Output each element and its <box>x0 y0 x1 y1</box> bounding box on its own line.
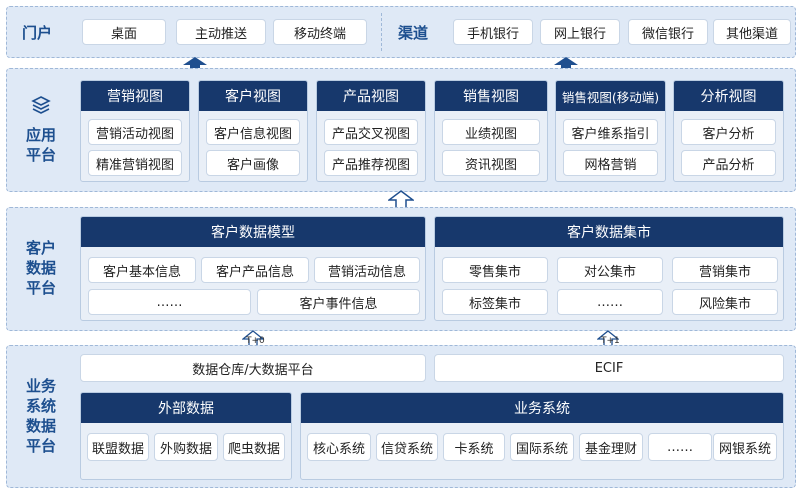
customer-data-platform-title: 客户 数据 平台 <box>19 238 63 298</box>
view-card-sales-mobile[interactable]: 销售视图(移动端) 客户维系指引 网格营销 <box>555 80 666 182</box>
business-title-line4: 平台 <box>25 437 56 455</box>
customer-data-title-line3: 平台 <box>25 279 56 297</box>
view-item[interactable]: 网格营销 <box>563 150 658 176</box>
channel-item-mobile-banking[interactable]: 手机银行 <box>453 19 533 45</box>
portal-channel-divider <box>381 13 382 51</box>
view-card-title: 客户视图 <box>199 81 307 111</box>
view-card-analysis[interactable]: 分析视图 客户分析 产品分析 <box>673 80 784 182</box>
business-title-line3: 数据 <box>25 417 56 435</box>
external-data-card[interactable]: 外部数据 联盟数据 外购数据 爬虫数据 <box>80 392 292 480</box>
mart-item[interactable]: 零售集市 <box>442 257 548 283</box>
view-item[interactable]: 客户维系指引 <box>563 119 658 145</box>
portal-channel-layer: 门户 桌面 主动推送 移动终端 渠道 手机银行 网上银行 微信银行 其他渠道 <box>6 6 796 58</box>
view-item[interactable]: 产品分析 <box>681 150 776 176</box>
view-item[interactable]: 营销活动视图 <box>88 119 182 145</box>
system-item[interactable]: 核心系统 <box>307 433 371 461</box>
mart-item-ellipsis[interactable]: …… <box>557 289 663 315</box>
system-item[interactable]: 信贷系统 <box>376 433 438 461</box>
channel-title: 渠道 <box>397 24 428 42</box>
external-item[interactable]: 外购数据 <box>154 433 218 461</box>
portal-title: 门户 <box>21 24 52 42</box>
portal-item-mobile[interactable]: 移动终端 <box>273 19 367 45</box>
view-item[interactable]: 精准营销视图 <box>88 150 182 176</box>
view-card-product[interactable]: 产品视图 产品交叉视图 产品推荐视图 <box>316 80 426 182</box>
customer-data-mart-title: 客户数据集市 <box>435 217 783 247</box>
model-item[interactable]: 客户事件信息 <box>257 289 420 315</box>
arrow-up-channel <box>554 57 578 73</box>
mart-item[interactable]: 营销集市 <box>672 257 778 283</box>
view-card-title: 产品视图 <box>317 81 425 111</box>
model-item[interactable]: 客户基本信息 <box>88 257 196 283</box>
view-item[interactable]: 业绩视图 <box>442 119 540 145</box>
view-item[interactable]: 客户画像 <box>206 150 300 176</box>
model-item-ellipsis[interactable]: …… <box>88 289 251 315</box>
system-item[interactable]: 国际系统 <box>510 433 574 461</box>
business-systems-title: 业务系统 <box>301 393 783 423</box>
customer-data-title-line1: 客户 <box>25 239 56 257</box>
view-item[interactable]: 产品交叉视图 <box>324 119 418 145</box>
arrow-up-portal <box>183 57 207 73</box>
business-systems-card[interactable]: 业务系统 核心系统 信贷系统 卡系统 国际系统 基金理财 …… 网银系统 <box>300 392 784 480</box>
business-title-line1: 业务 <box>25 377 56 395</box>
view-item[interactable]: 产品推荐视图 <box>324 150 418 176</box>
app-platform-title-line1: 应用 <box>25 126 56 144</box>
portal-item-push[interactable]: 主动推送 <box>176 19 266 45</box>
t0-label: T+0 <box>246 336 265 346</box>
system-item[interactable]: 网银系统 <box>713 433 777 461</box>
customer-data-mart-card[interactable]: 客户数据集市 零售集市 对公集市 营销集市 标签集市 …… 风险集市 <box>434 216 784 321</box>
customer-data-model-title: 客户数据模型 <box>81 217 425 247</box>
view-item[interactable]: 客户分析 <box>681 119 776 145</box>
external-item[interactable]: 爬虫数据 <box>223 433 285 461</box>
view-card-title: 分析视图 <box>674 81 783 111</box>
portal-item-desktop[interactable]: 桌面 <box>82 19 166 45</box>
view-card-title: 销售视图(移动端) <box>556 81 665 111</box>
app-platform-title-line2: 平台 <box>25 146 56 164</box>
app-platform-title: 应用 平台 <box>19 125 63 165</box>
model-item[interactable]: 客户产品信息 <box>201 257 309 283</box>
view-item[interactable]: 资讯视图 <box>442 150 540 176</box>
customer-data-model-card[interactable]: 客户数据模型 客户基本信息 客户产品信息 营销活动信息 …… 客户事件信息 <box>80 216 426 321</box>
view-card-sales[interactable]: 销售视图 业绩视图 资讯视图 <box>434 80 548 182</box>
view-card-title: 销售视图 <box>435 81 547 111</box>
view-card-title: 营销视图 <box>81 81 189 111</box>
system-item[interactable]: 卡系统 <box>443 433 505 461</box>
channel-item-other[interactable]: 其他渠道 <box>713 19 791 45</box>
layers-icon <box>31 96 51 114</box>
data-warehouse-bar[interactable]: 数据仓库/大数据平台 <box>80 354 426 382</box>
view-card-marketing[interactable]: 营销视图 营销活动视图 精准营销视图 <box>80 80 190 182</box>
customer-data-title-line2: 数据 <box>25 259 56 277</box>
ecif-bar[interactable]: ECIF <box>434 354 784 382</box>
t1-label: T+1 <box>601 336 620 346</box>
business-data-platform-title: 业务 系统 数据 平台 <box>19 376 63 456</box>
mart-item[interactable]: 风险集市 <box>672 289 778 315</box>
view-card-customer[interactable]: 客户视图 客户信息视图 客户画像 <box>198 80 308 182</box>
external-data-title: 外部数据 <box>81 393 291 423</box>
mart-item[interactable]: 对公集市 <box>557 257 663 283</box>
system-item-ellipsis[interactable]: …… <box>648 433 712 461</box>
mart-item[interactable]: 标签集市 <box>442 289 548 315</box>
channel-item-wechat-banking[interactable]: 微信银行 <box>628 19 708 45</box>
business-title-line2: 系统 <box>25 397 56 415</box>
channel-item-online-banking[interactable]: 网上银行 <box>540 19 620 45</box>
system-item[interactable]: 基金理财 <box>579 433 643 461</box>
view-item[interactable]: 客户信息视图 <box>206 119 300 145</box>
model-item[interactable]: 营销活动信息 <box>314 257 420 283</box>
external-item[interactable]: 联盟数据 <box>87 433 149 461</box>
